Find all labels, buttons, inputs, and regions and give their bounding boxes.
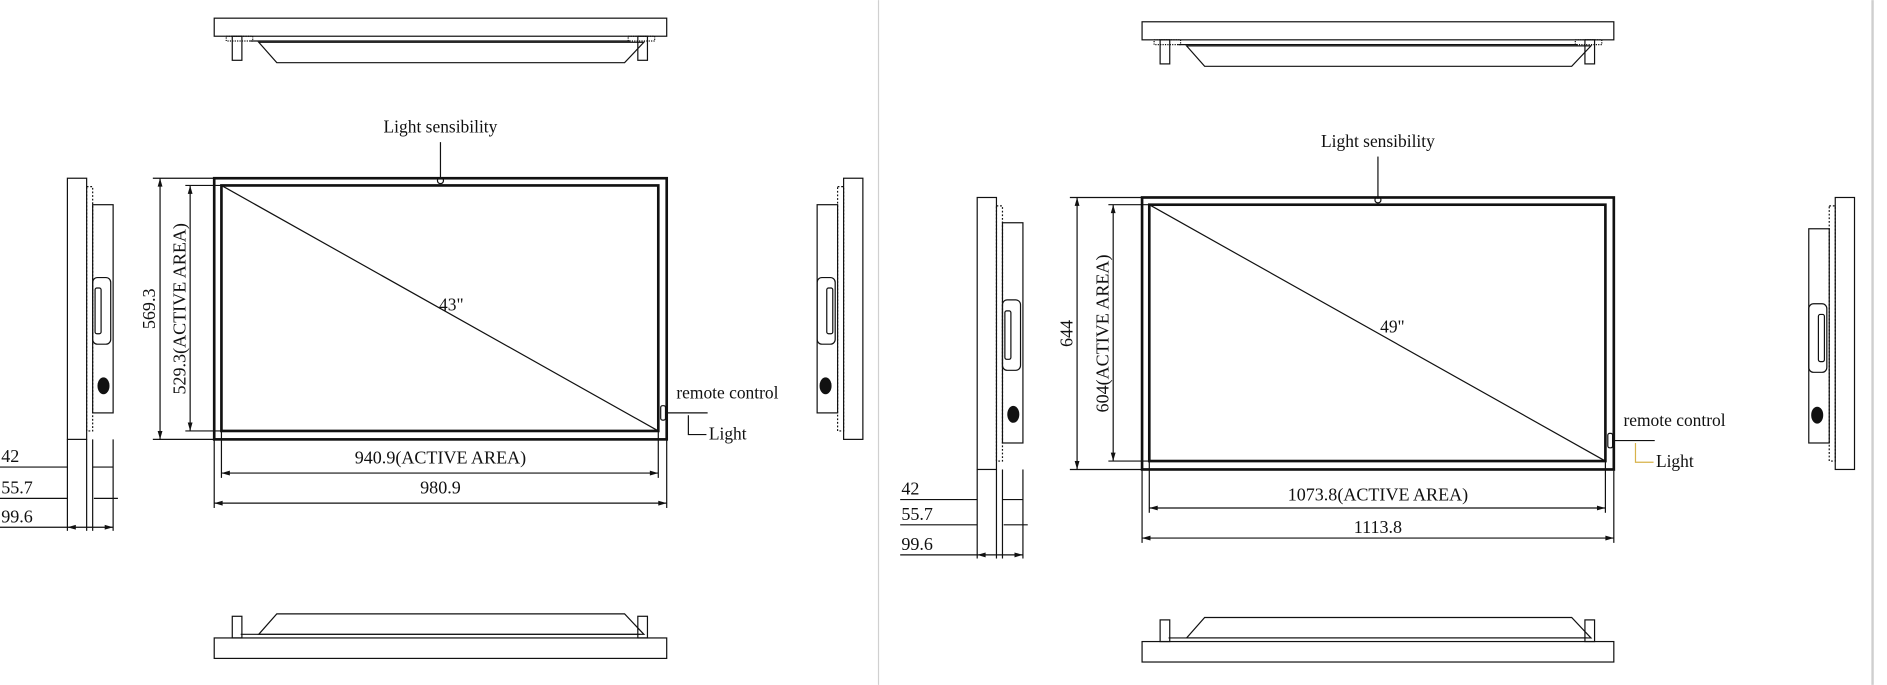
bezel-edge (1141, 640, 1615, 663)
mount-leg-right (637, 35, 649, 61)
handle (1808, 303, 1828, 373)
mount-leg-left (231, 35, 243, 61)
handle (1001, 299, 1022, 371)
top-view (1141, 21, 1615, 67)
depth-label-3: 99.6 (1, 506, 33, 526)
height-total-label: 644 (1056, 320, 1076, 347)
light-label: Light (1656, 451, 1694, 471)
power-button-icon (1007, 405, 1020, 423)
bottom-view (213, 613, 668, 660)
light-sensibility-label: Light sensibility (1321, 131, 1435, 151)
mount-leg-right (1584, 619, 1596, 643)
mount-leg-right (1584, 39, 1596, 65)
drawing-43-inch: 43" Light sensibility 569.3 529.3(ACTIVE AR… (0, 17, 864, 660)
stand-plate (1185, 616, 1593, 639)
stand-plate (257, 41, 646, 64)
speaker-grille (86, 186, 94, 432)
light-leader (1634, 442, 1654, 463)
side-bezel (1834, 196, 1856, 471)
remote-control-label: remote control (1623, 410, 1725, 430)
height-active-label: 529.3(ACTIVE AREA) (169, 223, 190, 394)
bezel-edge (1141, 21, 1615, 41)
speaker-grille (1828, 205, 1836, 462)
active-area (220, 184, 660, 433)
handle-slot (826, 287, 834, 335)
mount-leg-left (1159, 39, 1171, 65)
depth-label-2: 55.7 (901, 504, 933, 524)
diagonal-line (1148, 204, 1606, 462)
diagonal-line (221, 184, 659, 432)
light-leader (687, 415, 707, 436)
right-side-view (1808, 196, 1856, 471)
depth-label-2: 55.7 (1, 478, 33, 498)
handle-slot (94, 287, 102, 335)
depth-label-1: 42 (901, 479, 919, 499)
remote-sensor-icon (660, 405, 667, 421)
bezel-edge (213, 17, 668, 37)
power-button-icon (1811, 406, 1824, 424)
height-active-label: 604(ACTIVE AREA) (1092, 255, 1113, 413)
remote-sensor-icon (1607, 432, 1614, 449)
width-total-label: 1113.8 (1354, 517, 1402, 537)
bottom-view (1141, 616, 1615, 663)
speaker-grille (995, 205, 1004, 462)
screen-size-label: 49" (1380, 316, 1405, 336)
width-active-label: 1073.8(ACTIVE AREA) (1288, 485, 1468, 506)
bezel-edge (213, 637, 668, 660)
mount-leg-left (1159, 619, 1171, 643)
power-button-icon (97, 377, 110, 395)
light-label: Light (709, 423, 747, 443)
speaker-right (1574, 39, 1603, 46)
power-button-icon (819, 377, 832, 395)
left-side-view (976, 196, 1024, 471)
light-sensor-icon (436, 177, 445, 185)
light-sensor-icon (1374, 196, 1382, 204)
speaker-grille (836, 186, 845, 432)
depth-label-1: 42 (1, 446, 19, 466)
top-view (213, 17, 668, 64)
mount-leg-left (231, 615, 243, 639)
light-sensibility-label: Light sensibility (384, 116, 498, 136)
handle (92, 276, 112, 345)
speaker-left (225, 35, 254, 42)
side-bezel (843, 177, 864, 440)
handle-slot (1004, 310, 1012, 360)
right-side-view (816, 177, 864, 440)
remote-control-label: remote control (676, 382, 778, 402)
height-total-label: 569.3 (139, 288, 159, 329)
drawing-49-inch: 49" Light sensibility 644 604(ACTIVE AREA) 1… (900, 21, 1856, 663)
left-side-view (66, 177, 114, 440)
width-total-label: 980.9 (420, 478, 461, 498)
mount-leg-right (637, 615, 649, 639)
stand-plate (1185, 45, 1593, 67)
depth-label-3: 99.6 (901, 534, 933, 554)
stand-plate (257, 613, 646, 635)
speaker-right (627, 35, 656, 42)
speaker-left (1153, 39, 1182, 46)
side-bezel (976, 196, 998, 471)
screen-size-label: 43" (439, 295, 464, 315)
handle (816, 276, 836, 345)
handle-slot (1817, 313, 1826, 363)
width-active-label: 940.9(ACTIVE AREA) (355, 447, 526, 468)
active-area (1147, 203, 1607, 463)
side-bezel (66, 177, 88, 440)
